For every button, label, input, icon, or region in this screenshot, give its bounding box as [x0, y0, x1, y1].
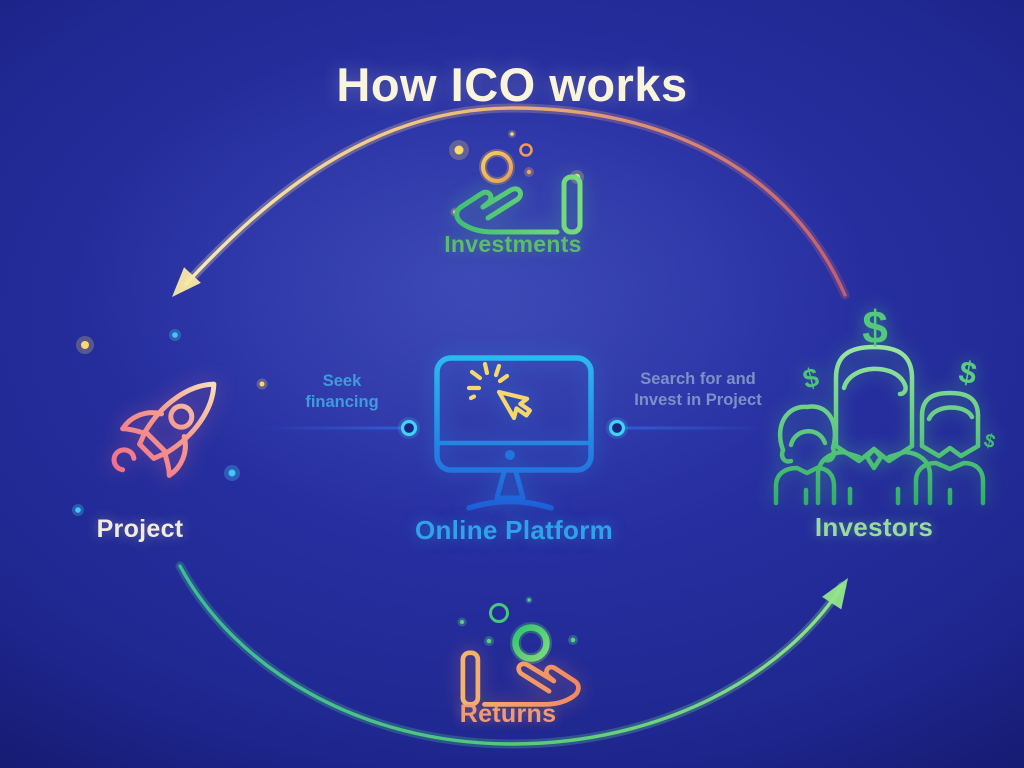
hand-receiving-coins-icon	[454, 174, 583, 235]
arrowhead-to-investors	[822, 578, 848, 610]
investments-arc	[172, 103, 850, 300]
dollar-icon: $	[982, 430, 998, 453]
dollar-icon: $	[862, 301, 888, 353]
seek-financing-label: Seek financing	[283, 371, 401, 414]
returns-label: Returns	[459, 700, 557, 728]
search-invest-label: Search for and Invest in Project	[616, 369, 780, 412]
returns-arc	[175, 561, 848, 749]
monitor-dot	[505, 450, 515, 460]
page-title: How ICO works	[336, 58, 688, 112]
cursor-click-icon	[466, 361, 533, 421]
people-group-icon: $ $ $ $	[773, 301, 998, 506]
seek-financing-line1: Seek	[322, 372, 362, 390]
search-invest-line2: Invest in Project	[634, 391, 762, 410]
coins-investments	[479, 143, 533, 185]
connector-platform-investors	[606, 417, 762, 439]
investors-label: Investors	[814, 512, 934, 542]
seek-financing-line2: financing	[305, 393, 379, 412]
hand-giving-coin-icon	[460, 650, 581, 707]
coins-returns	[489, 603, 552, 664]
dollar-icon: $	[800, 362, 822, 395]
search-invest-line1: Search for and	[640, 370, 756, 388]
rocket-icon	[111, 381, 217, 478]
investments-label: Investments	[444, 231, 582, 257]
connector-project-platform	[263, 417, 420, 439]
project-label: Project	[96, 515, 184, 543]
arrowhead-to-project	[172, 267, 201, 297]
dollar-icon: $	[956, 354, 979, 391]
online-platform-label: Online Platform	[414, 515, 614, 545]
monitor-cursor-click-icon	[434, 355, 594, 511]
